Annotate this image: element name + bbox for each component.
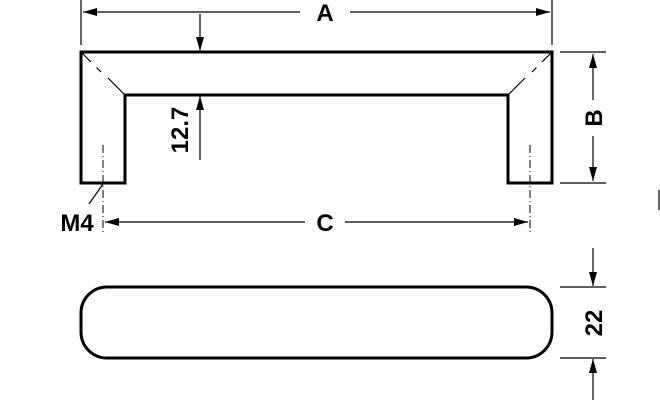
bar-thickness-label: 12.7 [167,107,194,154]
handle-side-view [79,50,554,232]
dimension-b: B [560,51,608,184]
dimension-c-label: C [316,210,333,237]
dimension-a-label: A [316,0,333,27]
dimension-width: 22 [560,248,608,400]
width-label: 22 [581,310,608,337]
thread-label: M4 [60,210,94,237]
dimension-c: C M4 [60,183,528,237]
handle-top-view [79,285,554,360]
dimension-bar-thickness: 12.7 [167,14,204,160]
dimension-b-label: B [581,109,608,126]
dimension-a: A [80,0,553,45]
